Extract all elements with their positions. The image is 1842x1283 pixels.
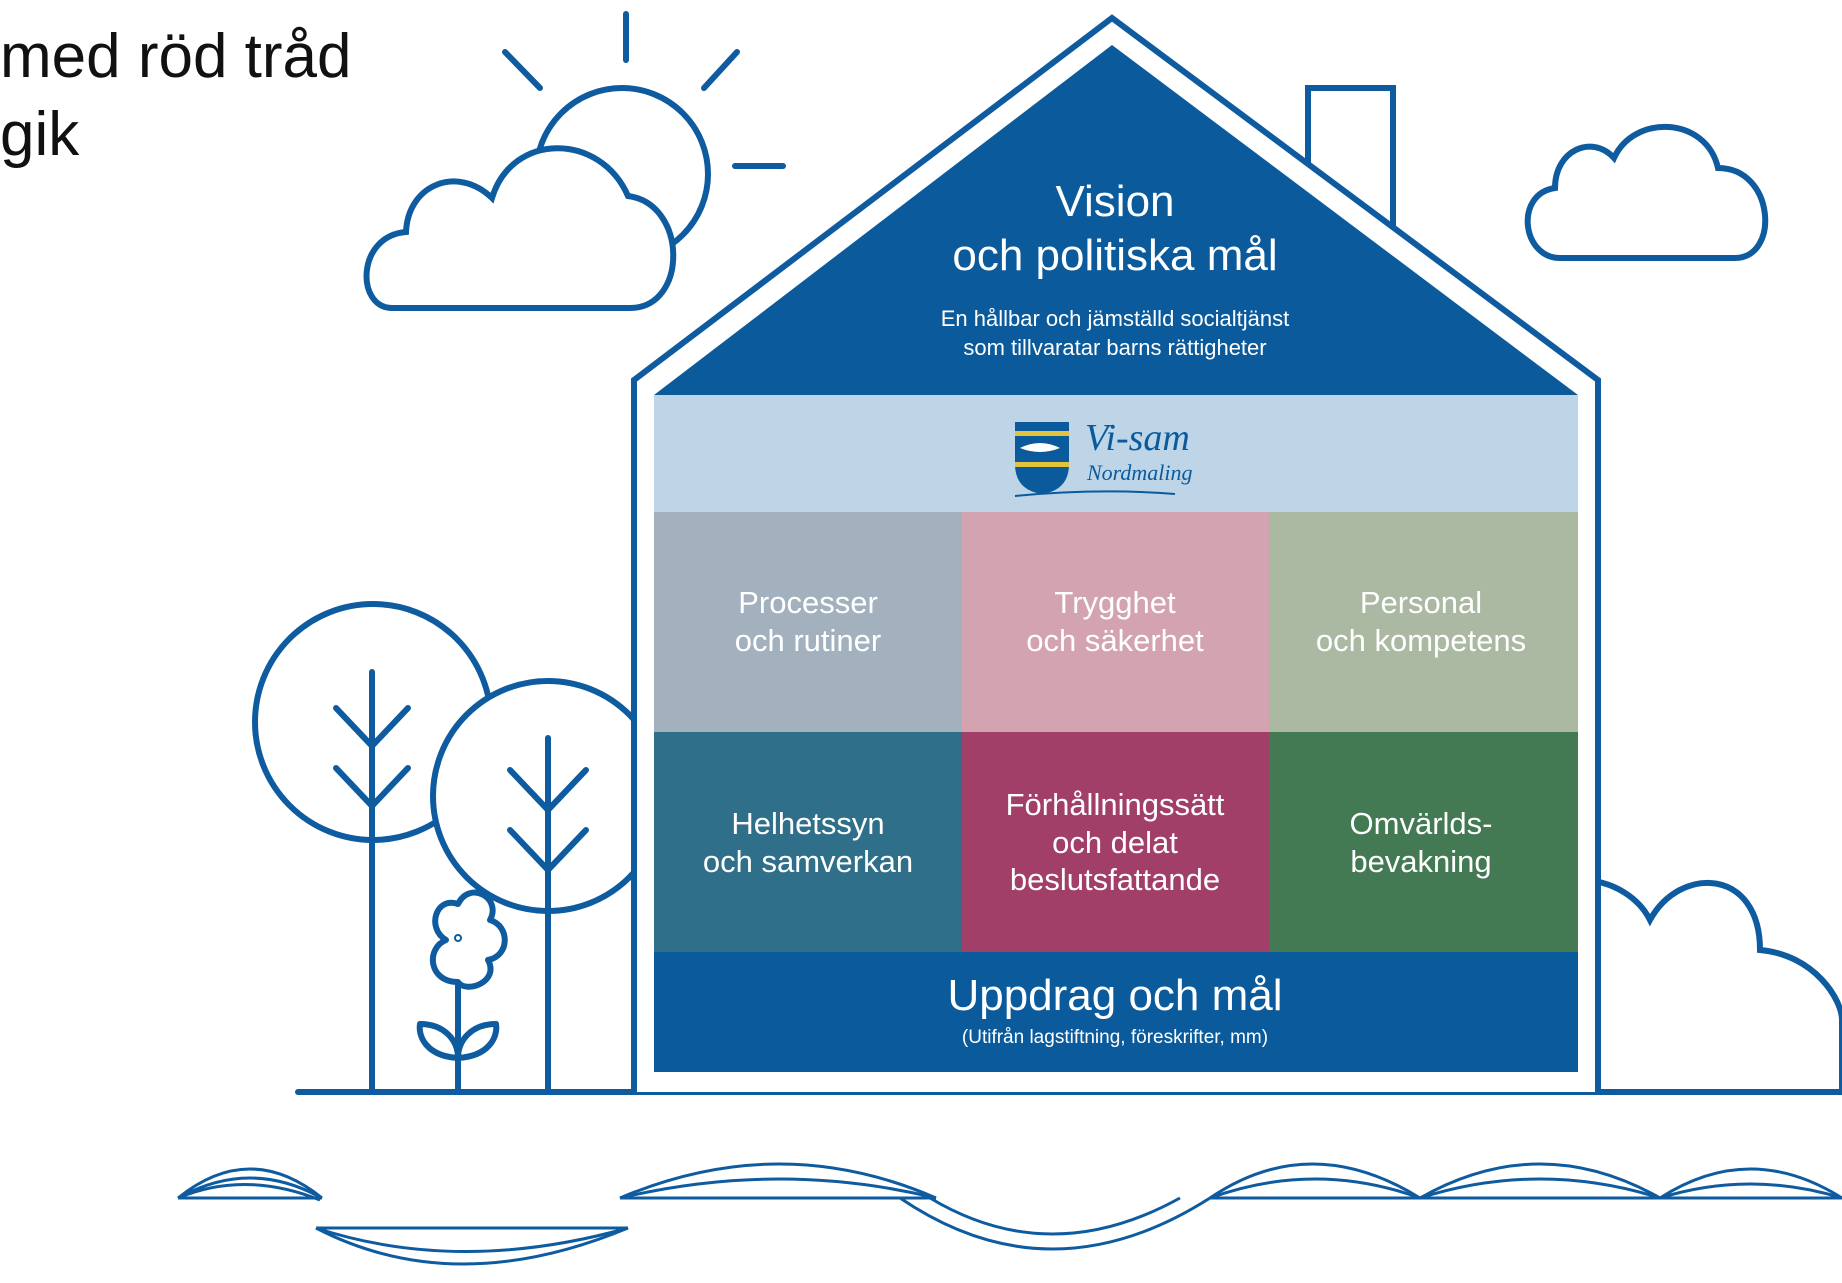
logo-name: Vi-sam [1085,417,1190,459]
foundation-title: Uppdrag och mål [947,971,1282,1020]
cloud-icon-right [1524,124,1769,261]
cell-processer [654,512,962,732]
flower-icon [416,889,508,1095]
page-heading: med röd tråd gik [0,18,352,174]
cell-forhallningssatt [962,732,1269,952]
cell-helhetssyn-line-2: och samverkan [703,844,913,879]
cell-helhetssyn-line-1: Helhetssyn [731,806,884,841]
shield-icon [1015,422,1069,494]
cell-forhallningssatt-line-2: och delat [1052,825,1178,860]
heading-line-1: med röd tråd [0,22,352,91]
cell-omvarldsbevakning [1269,732,1578,952]
cloud-icon-lower-right [1577,876,1842,1095]
cell-personal-line-2: och kompetens [1316,623,1526,658]
logo: Vi-sam Nordmaling [1014,417,1193,497]
cell-helhetssyn [654,732,962,952]
foundation-subtitle: (Utifrån lagstiftning, föreskrifter, mm) [962,1027,1268,1048]
cell-processer-line-2: och rutiner [735,623,881,658]
roof-subtitle-line-2: som tillvaratar barns rättigheter [963,335,1266,360]
foundation [654,952,1578,1072]
cell-omvarldsbevakning-line-2: bevakning [1350,844,1491,879]
wave-pattern [177,1162,1842,1266]
cell-trygghet [962,512,1269,732]
roof-subtitle-line-1: En hållbar och jämställd socialtjänst [941,306,1290,331]
heading-line-2: gik [0,100,80,169]
roof-title-line-2: och politiska mål [952,231,1277,280]
cell-personal [1269,512,1578,732]
logo-place: Nordmaling [1086,460,1193,485]
cell-omvarldsbevakning-line-1: Omvärlds- [1350,806,1493,841]
tree-icon-right [430,678,666,1095]
roof-vision [654,45,1578,395]
logo-band [654,395,1578,512]
cloud-icon-left [363,145,677,311]
cell-forhallningssatt-line-3: beslutsfattande [1010,862,1220,897]
roof-title-line-1: Vision [1055,177,1174,226]
cell-personal-line-1: Personal [1360,585,1482,620]
cell-processer-line-1: Processer [738,585,878,620]
cell-trygghet-line-2: och säkerhet [1026,623,1204,658]
cell-forhallningssatt-line-1: Förhållningssätt [1006,787,1225,822]
cell-trygghet-line-1: Trygghet [1054,585,1176,620]
